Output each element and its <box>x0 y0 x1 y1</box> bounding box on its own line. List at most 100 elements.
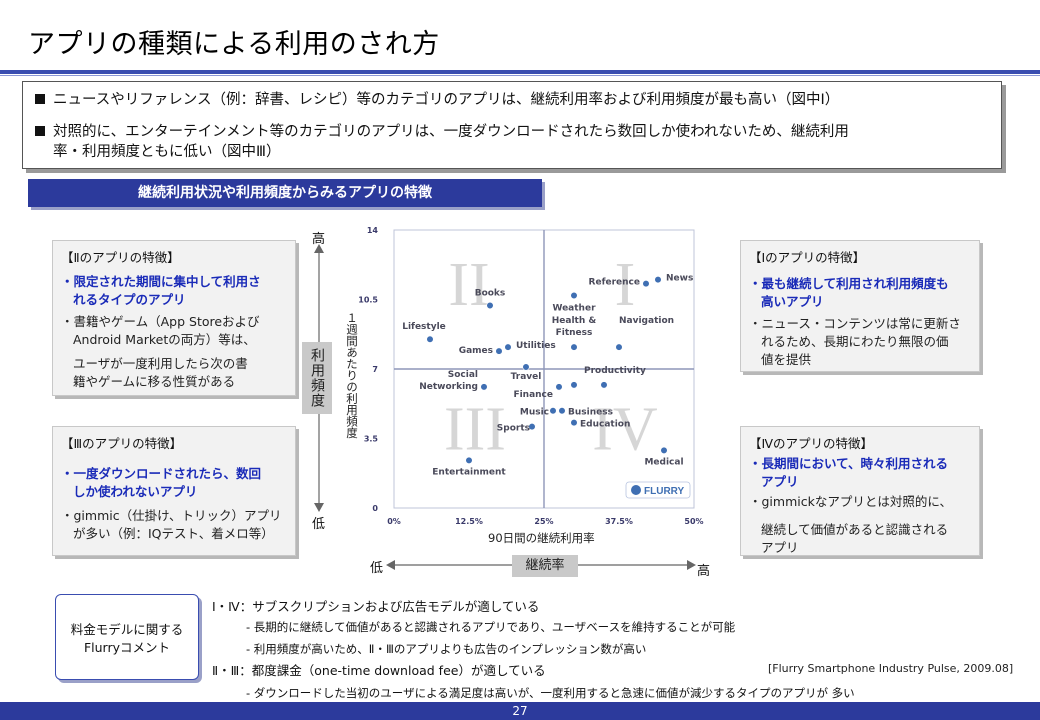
card-text: ・gimmickなアプリとは対照的に、 <box>749 494 952 509</box>
x-tick-label: 25% <box>534 517 553 526</box>
data-label: Health & <box>552 316 597 326</box>
data-label: Finance <box>513 390 553 400</box>
data-label: Education <box>580 420 630 430</box>
quadrant-label: IV <box>592 396 658 464</box>
data-label: Networking <box>419 382 478 392</box>
data-label: Sports <box>497 424 530 434</box>
summary-bullet-1: ニュースやリファレンス（例：辞書、レシピ）等のカテゴリのアプリは、継続利用率およ… <box>35 90 839 110</box>
data-point <box>654 276 662 284</box>
card-text: ・書籍やゲーム（App Storeおよび <box>61 314 260 329</box>
card-title: 【Ⅰのアプリの特徴】 <box>749 250 866 265</box>
card-text: が多い（例：IQテスト、着メロ等） <box>73 526 274 541</box>
card-highlight: 高いアプリ <box>761 294 824 309</box>
data-label: Travel <box>511 372 542 382</box>
data-point <box>570 291 578 300</box>
card-highlight: しか使われないアプリ <box>73 484 198 499</box>
card-highlight: ・長期間において、時々利用される <box>749 456 949 471</box>
data-point <box>426 335 434 343</box>
data-point <box>570 381 578 389</box>
card-highlight: れるタイプのアプリ <box>73 292 186 307</box>
logo-text: FLURRY <box>644 486 685 497</box>
square-bullet-icon <box>35 94 45 104</box>
fee-comment-2a: - ダウンロードした当初のユーザによる満足度は高いが、一度利用すると急速に価値が… <box>246 686 855 700</box>
data-point <box>504 343 512 351</box>
card-text: 籍やゲームに移る性質がある <box>73 374 236 389</box>
card-highlight: ・最も継続して利用され利用頻度も <box>749 276 949 291</box>
card-text: ・gimmic（仕掛け、トリック）アプリ <box>61 508 282 523</box>
y-tick-label: 7 <box>372 365 378 374</box>
title-divider <box>0 70 1040 74</box>
data-label: Fitness <box>556 328 593 338</box>
data-point <box>522 363 530 371</box>
card-title: 【Ⅳのアプリの特徴】 <box>749 436 874 451</box>
x-tick-label: 12.5% <box>455 517 483 526</box>
data-point <box>549 407 557 415</box>
y-tick-label: 10.5 <box>358 296 378 305</box>
fee-comment-1: Ⅰ・Ⅳ：サブスクリプションおよび広告モデルが適している <box>212 599 540 614</box>
x-axis-label-box: 継続率 <box>512 555 578 577</box>
data-point <box>486 301 494 310</box>
data-point <box>558 407 566 415</box>
card-quadrant-4: 【Ⅳのアプリの特徴】 ・長期間において、時々利用される アプリ ・gimmick… <box>740 426 980 556</box>
data-point <box>465 456 473 464</box>
card-text: ユーザが一度利用したら次の書 <box>73 356 248 371</box>
x-tick-label: 0% <box>387 517 401 526</box>
card-text: Android Marketの両方）等は、 <box>73 332 256 347</box>
data-label: Navigation <box>619 316 674 326</box>
title-divider-thin <box>0 75 1040 76</box>
data-label: Lifestyle <box>402 322 446 332</box>
y-tick-label: 0 <box>372 504 378 513</box>
data-point <box>555 383 563 391</box>
data-label: Reference <box>589 278 640 288</box>
page-number: 27 <box>512 704 528 718</box>
summary-bullet-2: 対照的に、エンターテインメント等のカテゴリのアプリは、一度ダウンロードされたら数… <box>35 122 849 142</box>
y-axis-label-box: 利用頻度 <box>302 342 332 414</box>
data-label: Utilities <box>516 341 556 351</box>
data-point <box>570 343 578 351</box>
x-axis-low-label: 低 <box>370 561 384 576</box>
data-label: Books <box>475 288 506 298</box>
card-highlight: アプリ <box>761 474 799 489</box>
fee-comment-2: Ⅱ・Ⅲ：都度課金（one-time download fee）が適している <box>212 663 546 678</box>
data-label: Games <box>459 346 493 356</box>
data-point <box>660 446 668 455</box>
data-point <box>528 422 536 431</box>
data-point <box>600 381 608 389</box>
data-label: Business <box>568 408 613 418</box>
page-title: アプリの種類による利用のされ方 <box>28 29 440 60</box>
summary-box: ニュースやリファレンス（例：辞書、レシピ）等のカテゴリのアプリは、継続利用率およ… <box>22 81 1002 169</box>
x-tick-label: 50% <box>684 517 703 526</box>
y-axis-low-label: 低 <box>312 517 326 532</box>
card-quadrant-2: 【Ⅱのアプリの特徴】 ・限定された期間に集中して利用さ れるタイプのアプリ ・書… <box>52 240 296 396</box>
fee-box-line: Flurryコメント <box>83 640 171 655</box>
x-axis-high-label: 高 <box>697 564 711 579</box>
card-highlight: ・一度ダウンロードされたら、数回 <box>61 466 262 481</box>
card-title: 【Ⅱのアプリの特徴】 <box>61 250 180 265</box>
flurry-logo: FLURRY <box>625 481 691 499</box>
section-header: 継続利用状況や利用頻度からみるアプリの特徴 <box>28 179 542 207</box>
quadrant-label: II <box>448 251 489 319</box>
source-citation: [Flurry Smartphone Industry Pulse, 2009.… <box>768 662 1014 675</box>
quadrant-label: III <box>444 396 506 464</box>
card-text: ・ニュース・コンテンツは常に更新さ <box>749 316 961 331</box>
y-axis-high-label: 高 <box>312 232 326 247</box>
fee-comment-1a: - 長期的に継続して価値があると認識されるアプリであり、ユーザベースを維持するこ… <box>246 620 736 634</box>
card-text: 継続して価値があると認識される <box>761 522 949 537</box>
summary-bullet-2-cont: 率・利用頻度ともに低い（図中Ⅲ） <box>53 144 281 160</box>
y-tick-label: 3.5 <box>364 435 379 444</box>
y-axis-title: １週間あたりの利用頻度 <box>345 312 359 439</box>
data-point <box>570 419 578 427</box>
fee-box-line: 料金モデルに関する <box>70 622 184 637</box>
data-label: Social <box>448 370 478 380</box>
data-label: Entertainment <box>432 467 506 477</box>
card-text: アプリ <box>761 540 799 555</box>
quadrant-label: I <box>615 251 636 319</box>
data-point <box>642 280 650 288</box>
data-label: News <box>666 274 693 284</box>
card-highlight: ・限定された期間に集中して利用さ <box>61 274 261 289</box>
data-point <box>495 347 503 355</box>
y-tick-label: 14 <box>367 226 379 235</box>
data-label: Productivity <box>584 366 646 376</box>
x-axis-title: 90日間の継続利用率 <box>488 531 595 545</box>
